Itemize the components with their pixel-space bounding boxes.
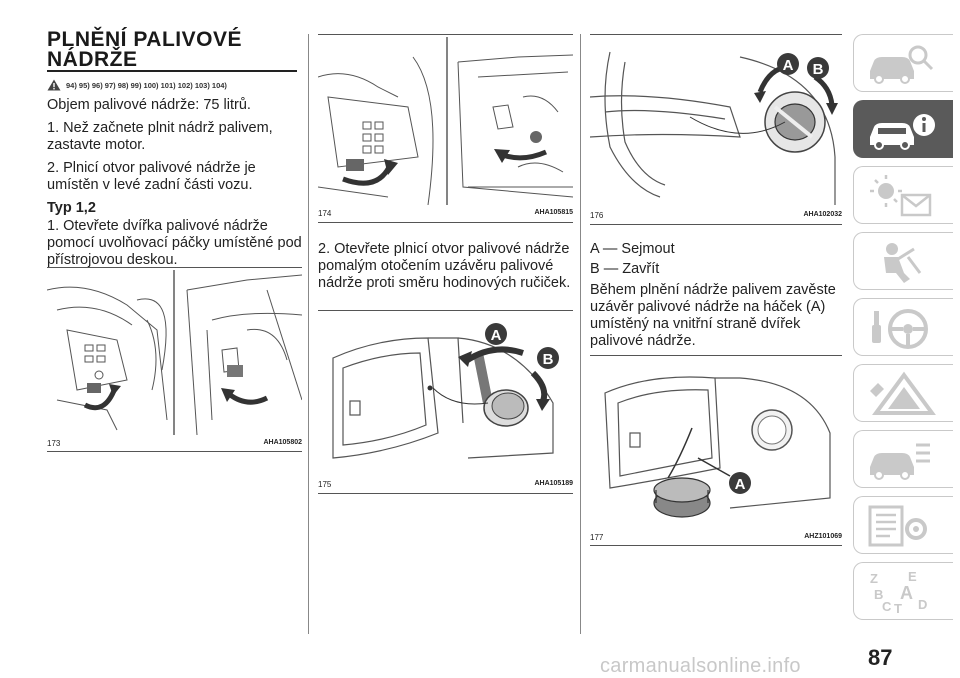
page-number: 87 xyxy=(868,645,893,670)
fuel-cap-open-illustration: A B xyxy=(332,323,559,459)
fig176-label-b: B xyxy=(813,61,824,78)
warning-notes: 94) 95) 96) 97) 98) 99) 100) 101) 102) 1… xyxy=(47,79,227,91)
fig177-code: AHZ101069 xyxy=(804,533,842,540)
section-title-line1: PLNĚNÍ PALIVOVÉ xyxy=(47,28,242,51)
watermark: carmanualsonline.info xyxy=(600,655,801,677)
car-info-icon xyxy=(870,114,935,150)
tab-steering-wheel[interactable] xyxy=(853,298,953,356)
fig175-bottom-rule xyxy=(318,493,573,494)
fuel-cap-removal-illustration: A B xyxy=(590,51,838,205)
fig176-top-rule xyxy=(590,34,842,35)
tab-technical-data[interactable] xyxy=(853,496,953,554)
fig175-label-b: B xyxy=(543,351,554,368)
index-letter-z: Z xyxy=(870,571,878,586)
fig174-top-rule xyxy=(318,34,573,35)
step-stop-engine: 1. Než začnete plnit nádrž palivem, zast… xyxy=(47,120,273,153)
steering-wheel-icon xyxy=(872,309,928,349)
warning-triangle-icon xyxy=(870,371,936,415)
fig175-caption: 175 AHA105189 xyxy=(318,480,573,489)
fig174-number: 174 xyxy=(318,209,332,218)
fig174-code: AHA105815 xyxy=(534,209,573,216)
step-open-door: 1. Otevřete dvířka palivové nádrže pomoc… xyxy=(47,218,302,268)
index-icon: Z E B A C T D xyxy=(870,569,927,615)
step-filler-location: 2. Plnicí otvor palivové nádrže je umíst… xyxy=(47,160,256,193)
title-underline xyxy=(47,70,297,72)
airbag-icon xyxy=(884,243,922,283)
section-title: PLNĚNÍ PALIVOVÉ NÁDRŽE xyxy=(47,28,277,71)
index-letter-e: E xyxy=(908,569,917,584)
step-hang-cap: Během plnění nádrže palivem zavěste uzáv… xyxy=(590,282,836,349)
release-lever-detail-illustration xyxy=(318,37,573,205)
warning-icon xyxy=(47,79,61,91)
fig173-bottom-rule xyxy=(47,451,302,452)
fig176-caption: 176 AHA102032 xyxy=(590,211,842,220)
index-letter-t: T xyxy=(894,601,902,615)
index-letter-a: A xyxy=(900,583,913,603)
car-search-icon xyxy=(870,45,934,84)
tab-car-service[interactable] xyxy=(853,430,953,488)
type-subheading: Typ 1,2 xyxy=(47,200,96,216)
figure-175: A B xyxy=(318,313,573,471)
tank-capacity: Objem palivové nádrže: 75 litrů. xyxy=(47,97,251,113)
fig177-top-rule xyxy=(590,355,842,356)
dashboard-lights-icon xyxy=(870,175,932,217)
column-divider-2 xyxy=(580,34,581,634)
footnote-refs: 94) 95) 96) 97) 98) 99) 100) 101) 102) 1… xyxy=(66,80,227,90)
figure-174 xyxy=(318,37,573,205)
fig176-code: AHA102032 xyxy=(803,211,842,218)
fig177-bottom-rule xyxy=(590,545,842,546)
tab-index[interactable]: Z E B A C T D xyxy=(853,562,953,620)
fig175-top-rule xyxy=(318,310,573,311)
tab-airbag[interactable] xyxy=(853,232,953,290)
tab-car-info[interactable] xyxy=(853,100,953,158)
index-letter-c: C xyxy=(882,599,892,614)
fig175-label-a: A xyxy=(491,327,502,344)
figure-176: A B xyxy=(590,37,842,205)
fig177-label-a: A xyxy=(735,476,746,493)
fig177-caption: 177 AHZ101069 xyxy=(590,533,842,542)
legend-close: B — Zavřít xyxy=(590,261,660,277)
fig175-number: 175 xyxy=(318,480,332,489)
figure-177: A xyxy=(590,358,842,523)
car-service-icon xyxy=(870,443,930,480)
index-letter-d: D xyxy=(918,597,927,612)
technical-data-icon xyxy=(868,505,927,547)
fig173-number: 173 xyxy=(47,439,61,448)
fig176-number: 176 xyxy=(590,211,604,220)
fig176-bottom-rule xyxy=(590,224,842,225)
index-letter-b: B xyxy=(874,587,883,602)
fig175-code: AHA105189 xyxy=(534,480,573,487)
fig174-caption: 174 AHA105815 xyxy=(318,209,573,218)
tab-dashboard-lights[interactable] xyxy=(853,166,953,224)
figure-173 xyxy=(47,270,302,435)
fig173-code: AHA105802 xyxy=(263,439,302,446)
fig173-top-rule xyxy=(47,267,302,268)
tab-warning-triangle[interactable] xyxy=(853,364,953,422)
fig173-caption: 173 AHA105802 xyxy=(47,439,302,448)
fig177-number: 177 xyxy=(590,533,604,542)
tab-car-search[interactable] xyxy=(853,34,953,92)
column-divider-1 xyxy=(308,34,309,634)
fig174-bottom-rule xyxy=(318,222,573,223)
fig176-label-a: A xyxy=(783,57,794,74)
fuel-cap-hook-illustration: A xyxy=(604,376,831,518)
section-title-line2: NÁDRŽE xyxy=(47,48,138,71)
legend-remove: A — Sejmout xyxy=(590,241,675,257)
dashboard-release-lever-illustration xyxy=(47,270,302,435)
step-open-cap: 2. Otevřete plnicí otvor palivové nádrže… xyxy=(318,241,571,291)
